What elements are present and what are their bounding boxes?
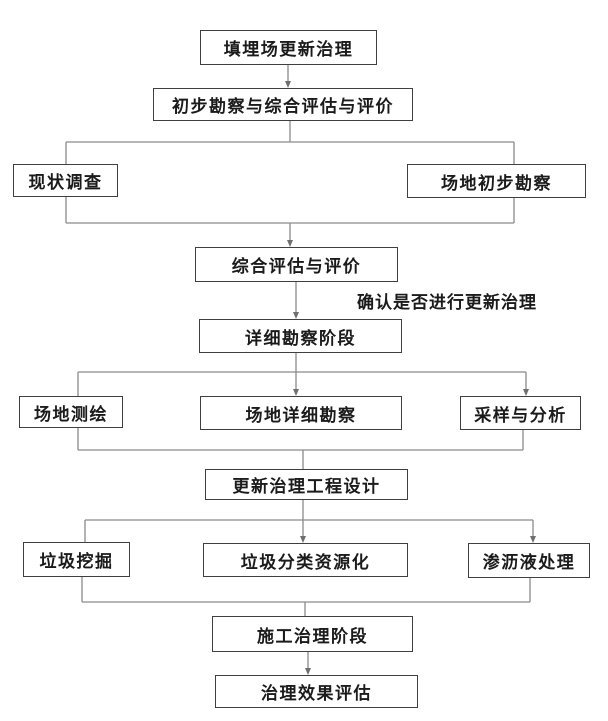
arrowhead-n8-icon [293,389,299,396]
node-preliminary-survey-assessment: 初步勘察与综合评估与评价 [153,88,413,121]
node-detailed-survey-stage: 详细勘察阶段 [199,319,402,353]
node-current-status-survey: 现状调查 [13,164,118,197]
connector-merge2-n10 [77,428,524,469]
arrowhead-n15-icon [305,668,311,675]
node-site-preliminary-survey: 场地初步勘察 [407,164,586,198]
node-site-mapping: 场地测绘 [19,396,123,428]
node-comprehensive-assessment: 综合评估与评价 [195,247,398,282]
arrowhead-n6-icon [293,312,299,319]
arrowhead-n2-icon [285,81,291,88]
node-waste-sorting-recycling: 垃圾分类资源化 [203,543,408,577]
arrowhead-n5-icon [287,240,293,247]
node-renewal-engineering-design: 更新治理工程设计 [205,469,408,500]
arrowhead-n13-icon [530,536,536,543]
node-effect-evaluation: 治理效果评估 [215,675,418,708]
connector-n10-branch3 [84,500,534,542]
connector-merge3-n14 [81,577,531,616]
node-construction-stage: 施工治理阶段 [212,616,413,652]
node-site-detailed-survey: 场地详细勘察 [200,396,402,430]
decision-annotation: 确认是否进行更新治理 [357,293,537,312]
connector-n6-branch2 [77,353,527,396]
arrowhead-n12-icon [300,536,306,543]
arrowhead-n9-icon [523,389,529,396]
node-leachate-treatment: 渗沥液处理 [468,543,590,578]
node-sampling-analysis: 采样与分析 [460,396,581,430]
connector-n2-branch1 [65,121,515,164]
connector-merge1-n5 [65,197,515,241]
node-landfill-renewal-title: 填埋场更新治理 [200,30,377,65]
node-waste-excavation: 垃圾挖掘 [23,542,130,577]
